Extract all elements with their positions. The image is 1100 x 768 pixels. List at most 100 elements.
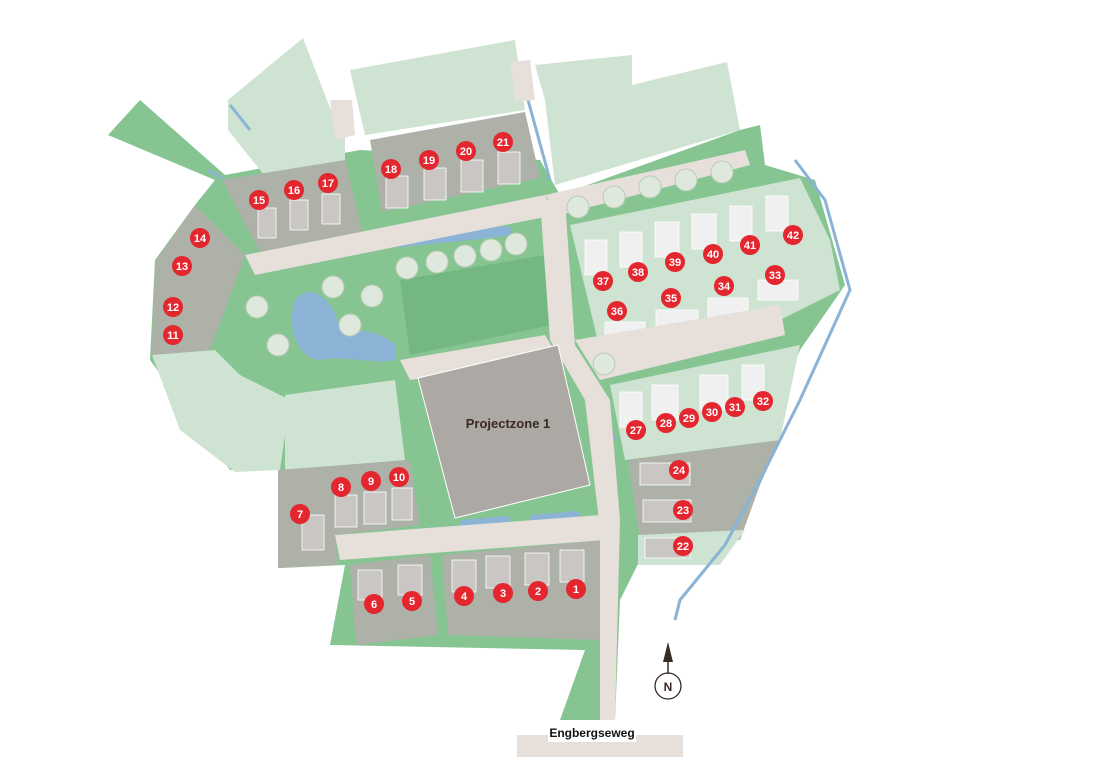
lot-marker-circle — [381, 159, 401, 179]
lot-marker-42[interactable]: 42 — [783, 225, 803, 245]
lot-marker-36[interactable]: 36 — [607, 301, 627, 321]
lot-marker-circle — [753, 391, 773, 411]
lot-number: 37 — [597, 276, 609, 288]
lot-number: 18 — [385, 164, 397, 176]
lot-marker-circle — [454, 586, 474, 606]
lot-number: 21 — [497, 137, 509, 149]
lot-marker-4[interactable]: 4 — [454, 586, 474, 606]
lot-number: 9 — [368, 476, 374, 488]
lot-marker-1[interactable]: 1 — [566, 579, 586, 599]
lot-marker-circle — [163, 297, 183, 317]
lot-marker-32[interactable]: 32 — [753, 391, 773, 411]
lot-marker-24[interactable]: 24 — [669, 460, 689, 480]
lot-marker-13[interactable]: 13 — [172, 256, 192, 276]
lot-number: 32 — [757, 396, 769, 408]
lot-marker-34[interactable]: 34 — [714, 276, 734, 296]
lot-marker-circle — [318, 173, 338, 193]
project-zone-1[interactable] — [417, 344, 591, 519]
lot-marker-circle — [364, 594, 384, 614]
lot-marker-12[interactable]: 12 — [163, 297, 183, 317]
lot-marker-41[interactable]: 41 — [740, 235, 760, 255]
block-north-west — [228, 38, 345, 180]
lot-number: 33 — [769, 270, 781, 282]
lot-number: 23 — [677, 505, 689, 517]
lot-number: 11 — [167, 330, 179, 342]
tree-icon — [338, 313, 362, 337]
lot-marker-16[interactable]: 16 — [284, 180, 304, 200]
lot-number: 17 — [322, 178, 334, 190]
lot-marker-circle — [249, 190, 269, 210]
lot-number: 31 — [729, 402, 741, 414]
lot-marker-5[interactable]: 5 — [402, 591, 422, 611]
lot-number: 6 — [371, 599, 377, 611]
lot-marker-18[interactable]: 18 — [381, 159, 401, 179]
road-label: Engbergseweg — [549, 726, 634, 740]
lot-marker-circle — [456, 141, 476, 161]
lot-marker-19[interactable]: 19 — [419, 150, 439, 170]
tree-icon — [425, 250, 449, 274]
lot-marker-40[interactable]: 40 — [703, 244, 723, 264]
lot-number: 35 — [665, 293, 677, 305]
orchard — [400, 255, 552, 355]
lot-marker-circle — [656, 413, 676, 433]
tree-icon — [360, 284, 384, 308]
lot-marker-circle — [566, 579, 586, 599]
tree-icon — [479, 238, 503, 262]
lot-number: 38 — [632, 267, 644, 279]
lot-number: 1 — [573, 584, 579, 596]
lot-marker-circle — [783, 225, 803, 245]
lot-marker-2[interactable]: 2 — [528, 581, 548, 601]
lot-marker-31[interactable]: 31 — [725, 397, 745, 417]
plots-11-14 — [152, 205, 245, 355]
lot-number: 42 — [787, 230, 799, 242]
lot-number: 34 — [718, 281, 731, 293]
tree-icon — [266, 333, 290, 357]
lot-marker-29[interactable]: 29 — [679, 408, 699, 428]
lot-marker-6[interactable]: 6 — [364, 594, 384, 614]
lot-number: 27 — [630, 425, 642, 437]
lot-number: 7 — [297, 509, 303, 521]
lot-marker-30[interactable]: 30 — [702, 402, 722, 422]
lot-marker-17[interactable]: 17 — [318, 173, 338, 193]
lot-marker-circle — [593, 271, 613, 291]
lot-marker-7[interactable]: 7 — [290, 504, 310, 524]
lot-number: 12 — [167, 302, 179, 314]
lot-marker-22[interactable]: 22 — [673, 536, 693, 556]
tree-icon — [638, 175, 662, 199]
lot-marker-35[interactable]: 35 — [661, 288, 681, 308]
lot-number: 40 — [707, 249, 719, 261]
lot-marker-27[interactable]: 27 — [626, 420, 646, 440]
lot-marker-38[interactable]: 38 — [628, 262, 648, 282]
lot-marker-10[interactable]: 10 — [389, 467, 409, 487]
lot-marker-39[interactable]: 39 — [665, 252, 685, 272]
tree-icon — [674, 168, 698, 192]
lot-number: 39 — [669, 257, 681, 269]
lot-number: 2 — [535, 586, 541, 598]
block-west-arc — [152, 350, 290, 472]
road-label-bg — [548, 722, 636, 742]
lot-marker-9[interactable]: 9 — [361, 471, 381, 491]
lot-marker-11[interactable]: 11 — [163, 325, 183, 345]
lot-marker-33[interactable]: 33 — [765, 265, 785, 285]
lot-marker-8[interactable]: 8 — [331, 477, 351, 497]
lot-marker-14[interactable]: 14 — [190, 228, 210, 248]
lot-marker-21[interactable]: 21 — [493, 132, 513, 152]
lot-marker-3[interactable]: 3 — [493, 583, 513, 603]
lot-marker-circle — [702, 402, 722, 422]
lot-marker-circle — [669, 460, 689, 480]
tree-icon — [321, 275, 345, 299]
lot-marker-28[interactable]: 28 — [656, 413, 676, 433]
lot-marker-circle — [493, 132, 513, 152]
lot-marker-15[interactable]: 15 — [249, 190, 269, 210]
lot-marker-circle — [665, 252, 685, 272]
tree-icon — [602, 185, 626, 209]
lot-number: 4 — [461, 591, 468, 603]
lot-marker-circle — [703, 244, 723, 264]
lot-marker-circle — [402, 591, 422, 611]
lot-marker-37[interactable]: 37 — [593, 271, 613, 291]
lot-marker-20[interactable]: 20 — [456, 141, 476, 161]
lot-number: 29 — [683, 413, 695, 425]
lot-marker-23[interactable]: 23 — [673, 500, 693, 520]
lot-number: 22 — [677, 541, 689, 553]
